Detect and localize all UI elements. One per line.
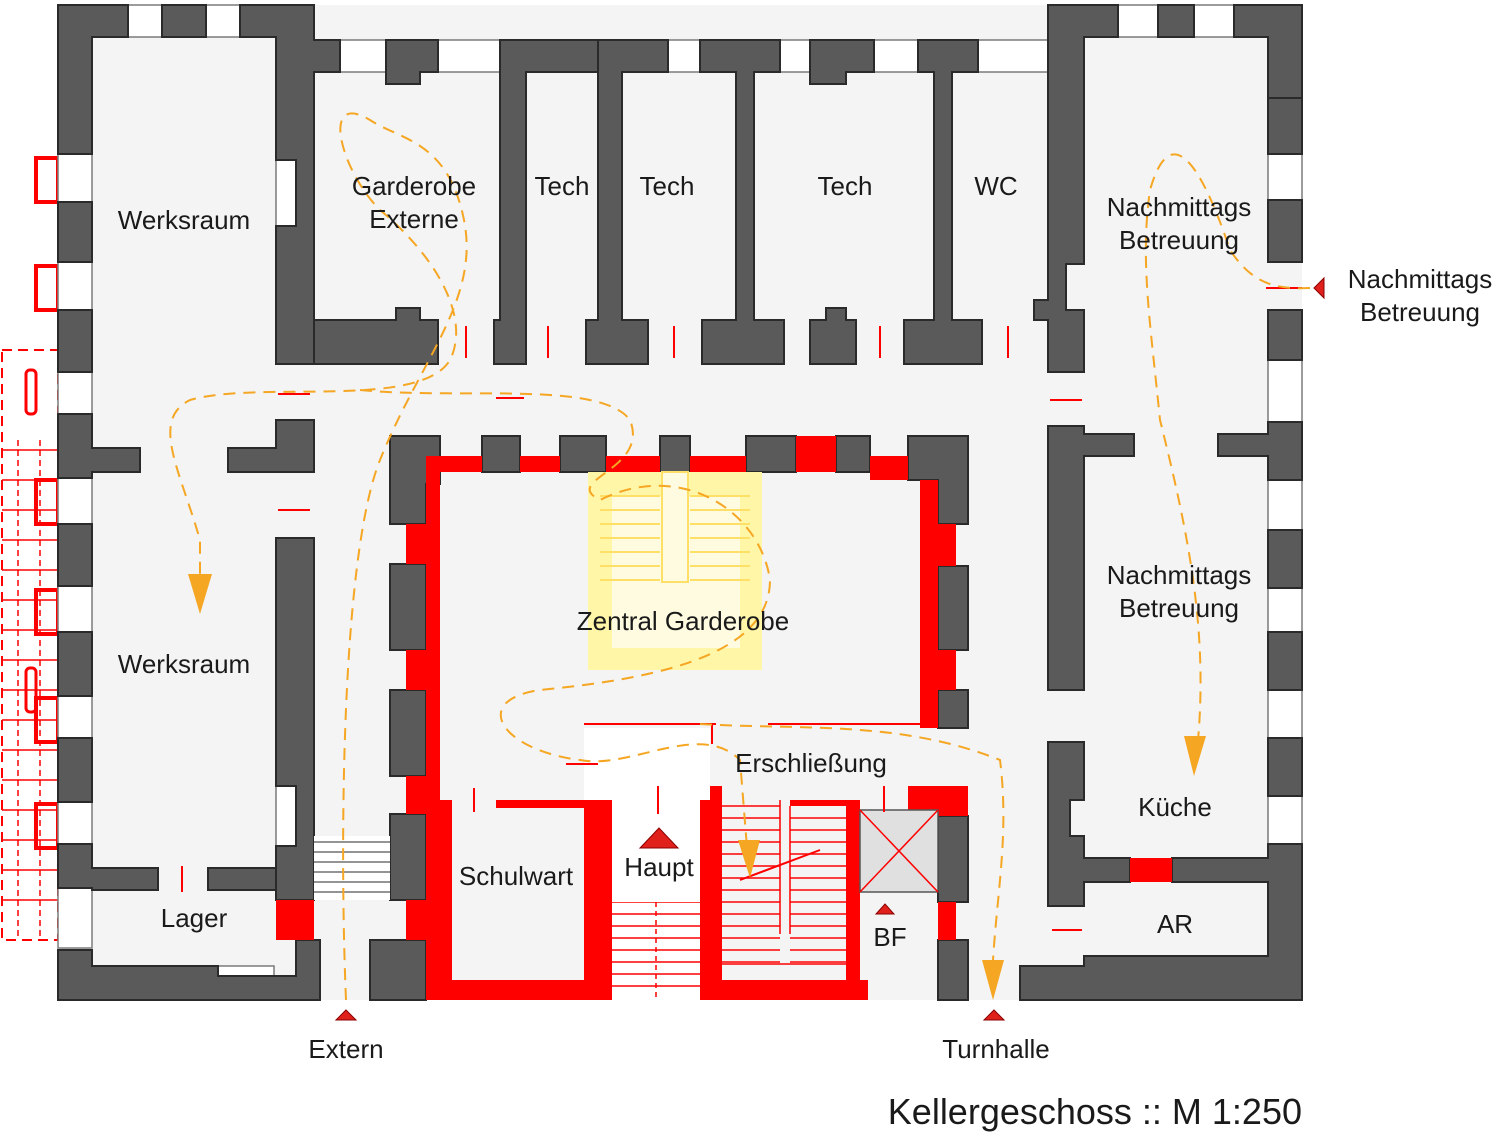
room-label-bf: BF (873, 922, 906, 952)
route-zentral (359, 389, 772, 861)
room-label-lager: Lager (161, 903, 228, 933)
route-arrow (188, 574, 212, 614)
entrance-label-nachmittags-line-1: Nachmittags (1348, 264, 1493, 294)
room-label-wc: WC (974, 171, 1017, 201)
fire-walls (276, 436, 1172, 1000)
route-arrow (982, 960, 1004, 1000)
elevator (859, 809, 939, 893)
route-arrow (738, 840, 760, 878)
entrance-label-extern: Extern (308, 1034, 383, 1064)
entry-marker-haupt (638, 827, 680, 849)
room-label-schulwart: Schulwart (459, 861, 574, 891)
stair-highlight (588, 471, 762, 670)
room-label-werksraum-2: Werksraum (118, 649, 250, 679)
entry-marker-turnhalle (982, 1009, 1006, 1021)
door-marks (181, 287, 1302, 931)
route-turnhalle (699, 723, 1005, 981)
walls (57, 4, 1303, 1001)
route-nachmittags (1144, 153, 1311, 761)
room-label-nachmittags-1-line-2: Betreuung (1119, 225, 1239, 255)
route-extern (169, 112, 468, 1001)
lobby (584, 728, 710, 902)
room-label-werksraum-1: Werksraum (118, 205, 250, 235)
entry-marker-bf (874, 903, 896, 915)
room-label-tech-3: Tech (818, 171, 873, 201)
entrance-label-nachmittags-line-2: Betreuung (1360, 297, 1480, 327)
entrance-label-turnhalle: Turnhalle (942, 1034, 1049, 1064)
room-label-haupt: Haupt (624, 852, 694, 882)
exterior-fire-escape (1, 156, 60, 941)
room-label-zentral-garderobe: Zentral Garderobe (577, 606, 789, 636)
circulation-routes (169, 112, 1311, 1001)
entry-markers (334, 276, 1325, 1021)
plan-title: Kellergeschoss :: M 1:250 (888, 1091, 1302, 1132)
room-label-tech-1: Tech (535, 171, 590, 201)
route-arrows (188, 574, 1206, 1000)
entrance-labels: Extern Turnhalle Nachmittags Betreuung (308, 264, 1492, 1064)
room-label-tech-2: Tech (640, 171, 695, 201)
room-label-nachmittags-2-line-1: Nachmittags (1107, 560, 1252, 590)
room-label-kueche: Küche (1138, 792, 1212, 822)
room-label-erschliessung: Erschließung (735, 748, 887, 778)
route-arrow (1184, 736, 1206, 776)
room-label-garderobe-externe-line-2: Externe (369, 204, 459, 234)
room-label-nachmittags-1-line-1: Nachmittags (1107, 192, 1252, 222)
room-label-ar: AR (1157, 909, 1193, 939)
entry-marker-nachmittags (1313, 276, 1325, 300)
entry-marker-extern (334, 1009, 358, 1021)
extern-stair (314, 836, 390, 900)
room-label-nachmittags-2-line-2: Betreuung (1119, 593, 1239, 623)
room-labels: Werksraum Werksraum Lager Garderobe Exte… (118, 171, 1251, 952)
room-label-garderobe-externe-line-1: Garderobe (352, 171, 476, 201)
